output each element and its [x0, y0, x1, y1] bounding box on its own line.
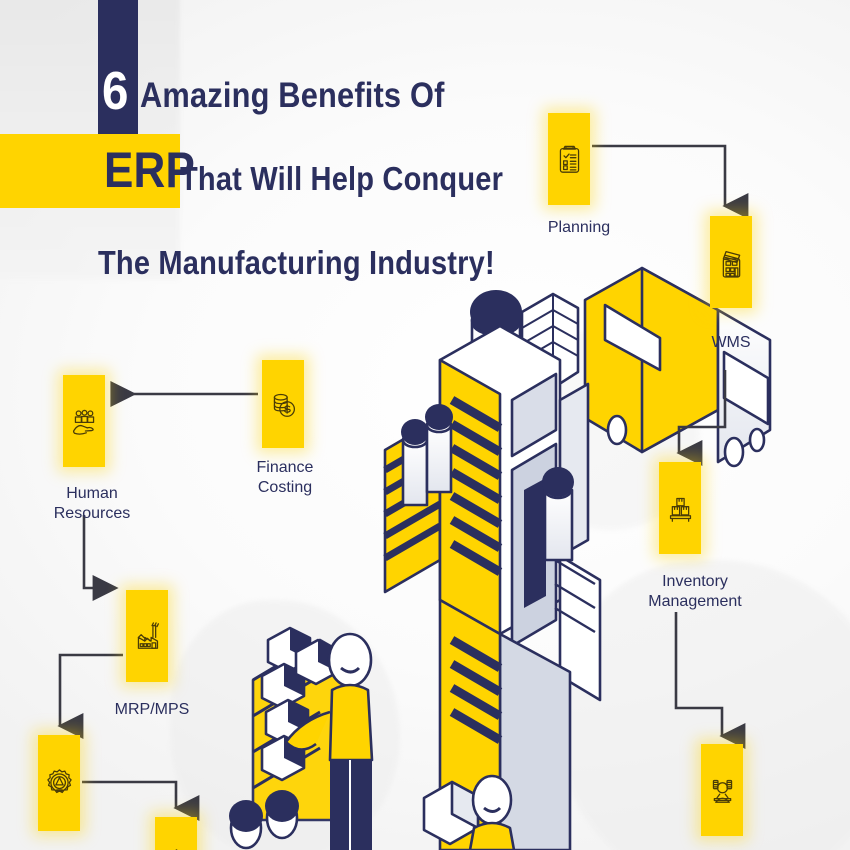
- benefit-tile-production[interactable]: [38, 735, 80, 831]
- benefit-tile-quality[interactable]: [155, 817, 197, 850]
- headline-line-1: Amazing Benefits Of: [140, 76, 445, 115]
- benefit-label-inventory: Inventory Management: [648, 573, 742, 611]
- headline-highlight: ERP: [104, 142, 196, 198]
- benefit-tile-finance[interactable]: [262, 360, 304, 448]
- gear-emblem-icon: [46, 768, 72, 793]
- benefit-tile-hr[interactable]: [63, 375, 105, 467]
- benefit-tile-mrpmps[interactable]: [126, 590, 168, 682]
- worker-person-icon: [712, 779, 732, 803]
- arrow-planning-to-wms: [592, 144, 749, 219]
- benefit-tile-inventory[interactable]: [659, 462, 701, 554]
- benefit-tile-wms[interactable]: [710, 216, 752, 308]
- headline-number: 6: [102, 61, 129, 121]
- coins-dollar-icon: [273, 393, 295, 417]
- headline-block: 6 Amazing Benefits Of ERP That Will Help…: [0, 0, 520, 300]
- arrow-inventory-to-workforce: [674, 612, 746, 749]
- headline-line-3: The Manufacturing Industry!: [98, 244, 495, 281]
- arrow-mrpmps-to-production: [57, 653, 123, 739]
- benefit-tile-workforce[interactable]: [701, 744, 743, 836]
- benefit-label-hr: Human Resources: [53, 485, 131, 523]
- arrow-wms-to-inventory: [676, 370, 727, 466]
- clipboard-checklist-icon: [559, 145, 579, 173]
- arrow-production-to-quality: [82, 780, 200, 821]
- benefit-label-finance: Finance Costing: [256, 459, 314, 497]
- benefit-label-mrpmps: MRP/MPS: [114, 701, 190, 718]
- stacked-boxes-icon: [669, 497, 691, 522]
- headline-line-2: That Will Help Conquer: [180, 160, 504, 197]
- benefit-label-planning: Planning: [547, 219, 611, 236]
- yellow-accent-bar: [0, 134, 180, 208]
- barcode-scanner-icon: [722, 250, 740, 278]
- arrow-hr-to-mrpmps: [82, 515, 119, 601]
- navy-accent-bar: [98, 0, 138, 140]
- people-hand-icon: [72, 409, 94, 435]
- factory-icon: [137, 621, 159, 649]
- benefit-tile-planning[interactable]: [548, 113, 590, 205]
- benefit-label-wms: WMS: [711, 334, 751, 351]
